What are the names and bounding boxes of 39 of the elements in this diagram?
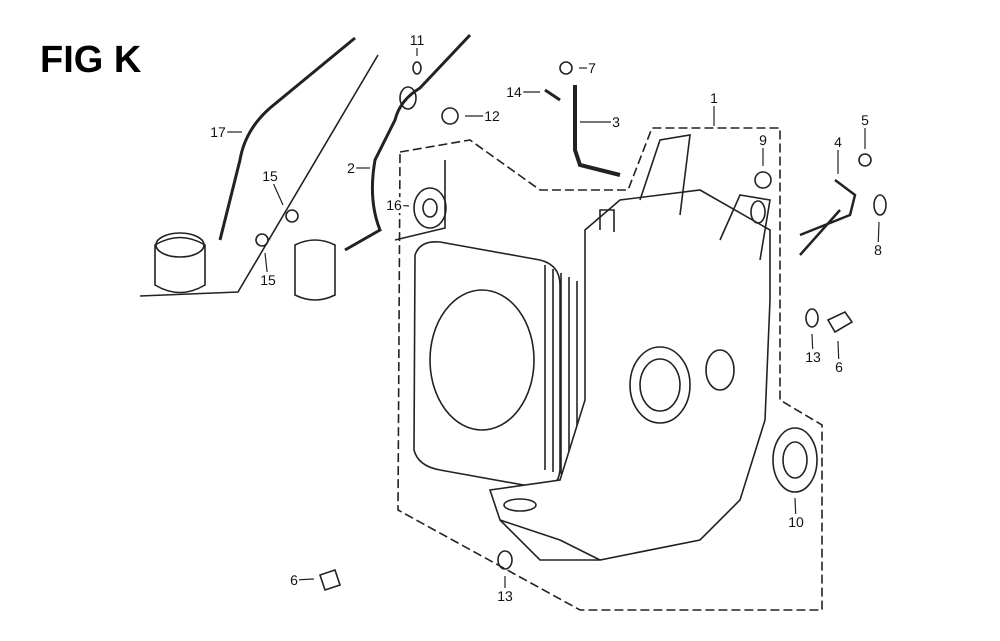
leader-line — [878, 222, 880, 242]
leader-line — [811, 334, 814, 350]
callout-number: 14 — [505, 84, 523, 100]
callout-number: 6 — [289, 572, 299, 588]
callout-number: 11 — [408, 32, 426, 48]
leader-line — [356, 167, 370, 169]
callout-number: 5 — [860, 112, 870, 128]
callout-number: 8 — [873, 242, 883, 258]
leader-line — [264, 252, 268, 272]
leader-line — [465, 115, 484, 117]
leader-line — [762, 148, 764, 166]
leader-line — [273, 184, 284, 206]
leader-line — [837, 150, 839, 174]
callout-number: 4 — [833, 134, 843, 150]
leader-line — [794, 498, 796, 514]
callout-number: 9 — [758, 132, 768, 148]
callout-number: 10 — [787, 514, 805, 530]
leader-line — [864, 128, 866, 149]
leader-line — [298, 578, 314, 580]
callout-number: 17 — [209, 124, 227, 140]
callout-number: 15 — [261, 168, 279, 184]
callout-number: 16 — [385, 197, 403, 213]
figure-title: FIG K — [40, 38, 142, 82]
leader-line — [580, 121, 612, 123]
leader-line — [504, 576, 506, 588]
callout-number: 1 — [709, 90, 719, 106]
leader-line — [226, 131, 242, 133]
callout-number: 7 — [587, 60, 597, 76]
callout-number: 15 — [259, 272, 277, 288]
callout-number: 12 — [483, 108, 501, 124]
callout-number: 13 — [804, 349, 822, 365]
leader-line — [522, 91, 540, 93]
callout-number: 3 — [611, 114, 621, 130]
callout-number: 2 — [346, 160, 356, 176]
callout-number: 6 — [834, 359, 844, 375]
leader-line — [837, 340, 840, 360]
callout-number: 13 — [496, 588, 514, 604]
leader-line — [402, 204, 410, 207]
leader-line — [713, 106, 715, 126]
